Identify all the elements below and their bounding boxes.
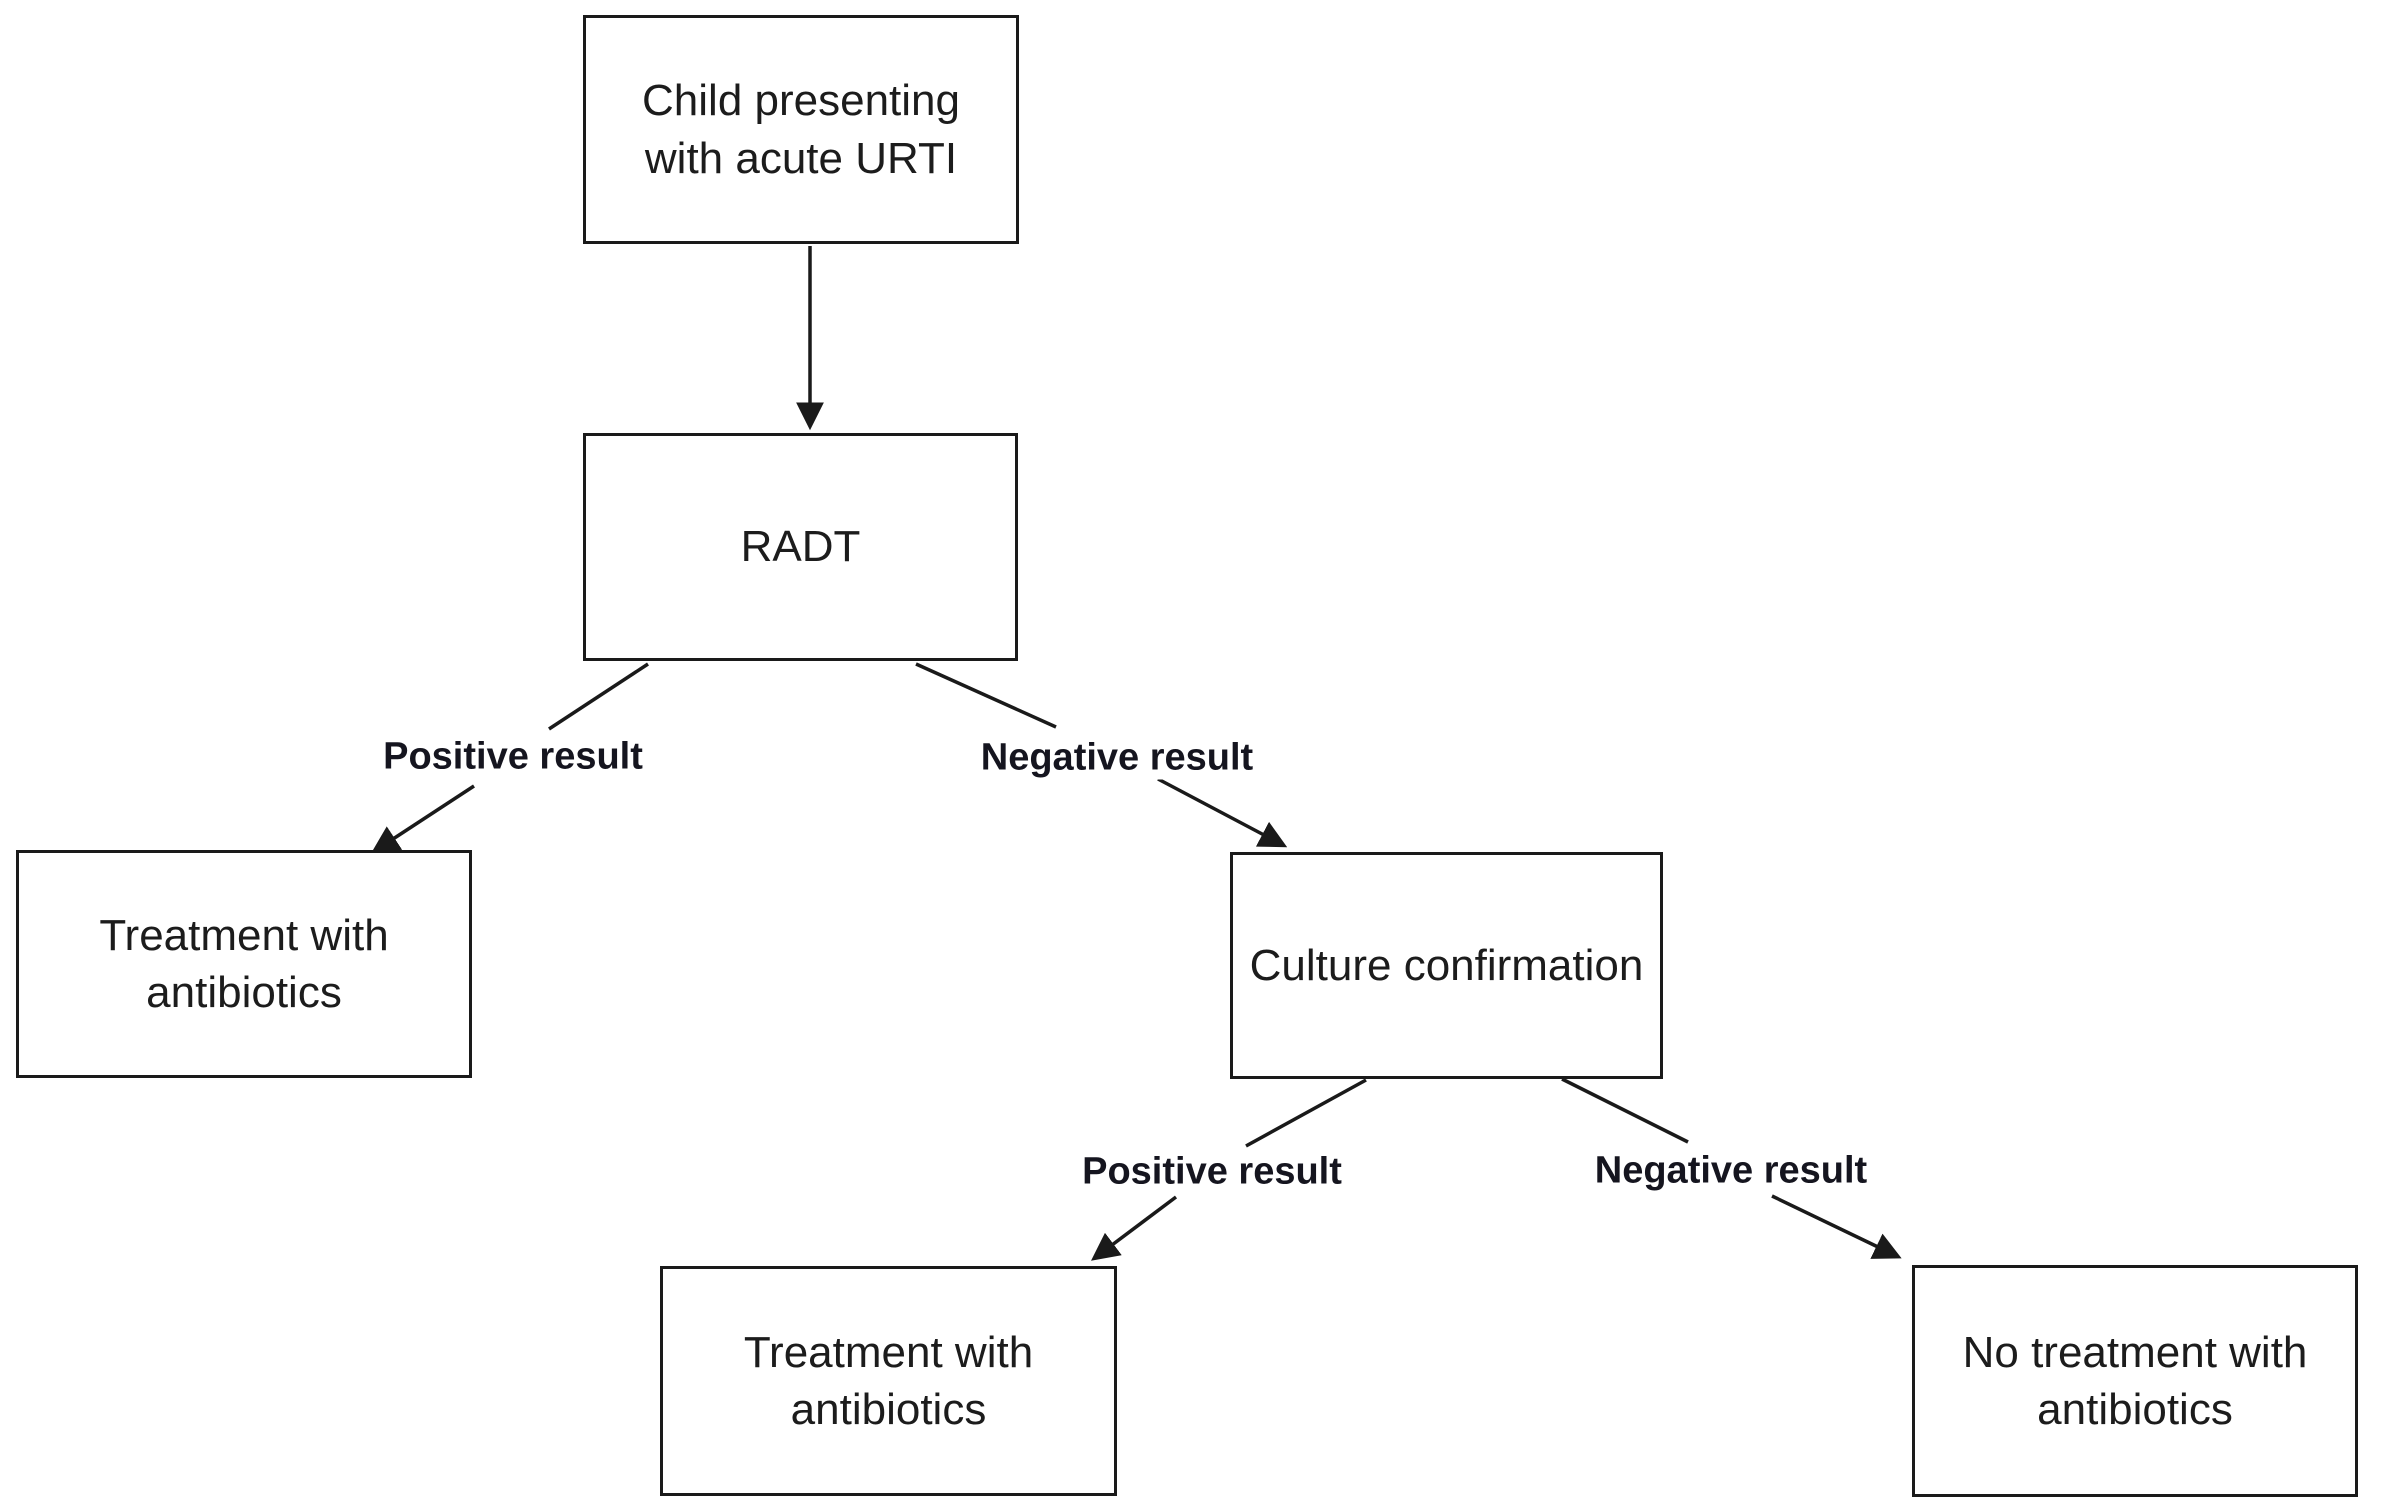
edge-culture-to-treatment-center-upper (1245, 1078, 1367, 1148)
edge-culture-to-no-treatment-upper (1561, 1077, 1689, 1144)
node-no-treatment-antibiotics-label: No treatment with antibiotics (1962, 1327, 2308, 1434)
node-culture-confirmation-label: Culture confirmation (1249, 940, 1644, 990)
node-treatment-antibiotics-left-label: Treatment with antibiotics (99, 910, 389, 1017)
edge-radt-to-culture-lower (1157, 777, 1288, 848)
node-treatment-antibiotics-center: Treatment with antibiotics (660, 1266, 1117, 1496)
node-treatment-antibiotics-left: Treatment with antibiotics (16, 850, 472, 1078)
node-radt-label: RADT (740, 522, 861, 572)
edge-radt-to-treatment-left-upper (548, 662, 649, 731)
edge-label-radt-positive-result: Positive result (377, 735, 649, 779)
node-child-urti-label: Child presenting with acute URTI (642, 76, 960, 183)
edge-label-radt-negative-result: Negative result (974, 736, 1260, 780)
edge-radt-to-culture-upper (915, 662, 1057, 729)
edge-culture-to-no-treatment-lower (1771, 1194, 1902, 1259)
node-culture-confirmation: Culture confirmation (1230, 852, 1663, 1079)
edge-culture-to-treatment-center-lower (1091, 1195, 1178, 1261)
edge-label-culture-positive-result: Positive result (1076, 1150, 1348, 1194)
node-no-treatment-antibiotics: No treatment with antibiotics (1912, 1265, 2358, 1497)
node-treatment-antibiotics-center-label: Treatment with antibiotics (743, 1327, 1034, 1434)
node-child-urti: Child presenting with acute URTI (583, 15, 1019, 244)
edge-label-culture-negative-result: Negative result (1588, 1149, 1874, 1193)
node-radt: RADT (583, 433, 1018, 661)
edge-radt-to-treatment-left-lower (371, 784, 475, 854)
